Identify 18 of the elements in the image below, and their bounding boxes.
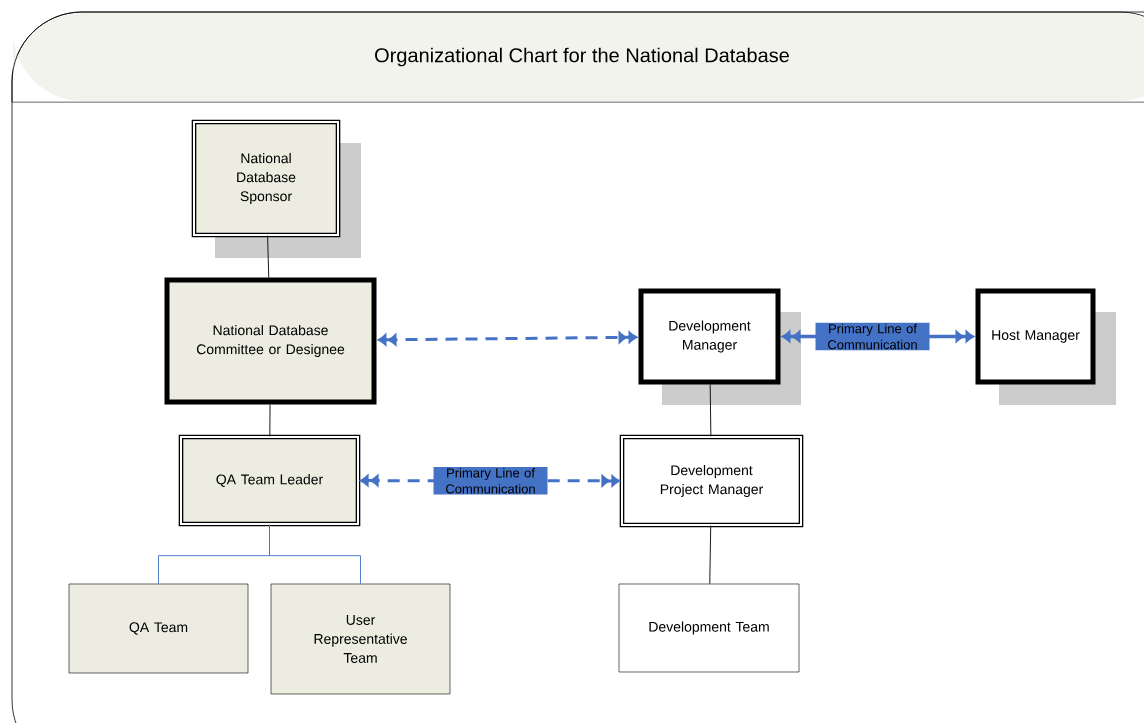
connector xyxy=(269,524,361,585)
edge-label: Primary Line of Communication xyxy=(433,466,548,495)
connector xyxy=(709,384,712,437)
org-box: User Representative Team xyxy=(270,583,451,695)
org-box: Development Manager xyxy=(638,288,781,385)
title: Organizational Chart for the National Database xyxy=(375,47,789,67)
org-box: Development Team xyxy=(618,583,800,673)
org-box: QA Team Leader xyxy=(178,434,361,527)
connector xyxy=(269,404,271,437)
org-box: National Database Sponsor xyxy=(191,119,341,238)
connector xyxy=(377,331,638,346)
org-box: Host Manager xyxy=(975,288,1096,385)
connector xyxy=(267,235,270,278)
org-box: National Database Committee or Designee xyxy=(164,277,377,405)
connector xyxy=(709,525,712,585)
org-box: Development Project Manager xyxy=(619,434,804,528)
org-box: QA Team xyxy=(68,583,249,674)
edge-label: Primary Line of Communication xyxy=(815,322,930,351)
